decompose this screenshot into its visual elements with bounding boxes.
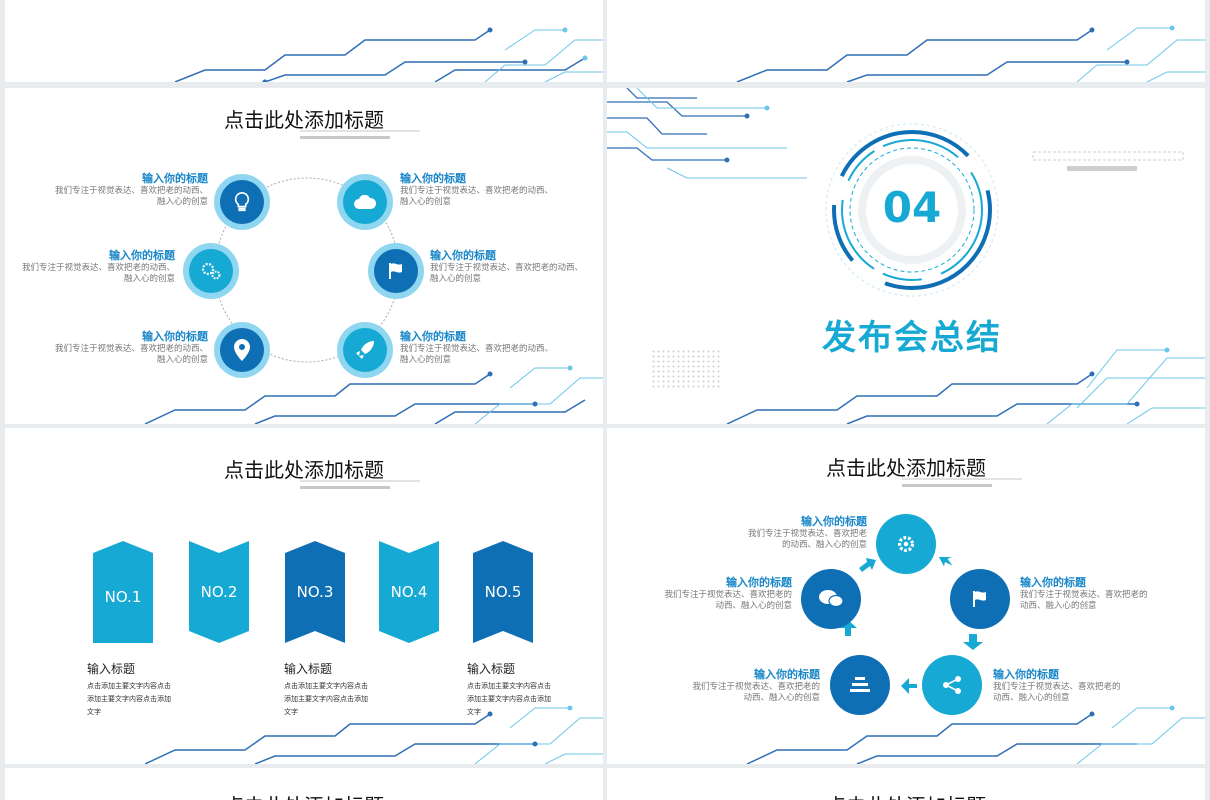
item-desc[interactable]: 我们专注于视觉表达、喜欢把老的动西、融入心的创意	[54, 186, 208, 207]
gear-icon	[897, 535, 915, 553]
item-node-2[interactable]	[337, 174, 393, 230]
ribbon-1[interactable]	[93, 541, 153, 643]
slide-thumbnail-circle-items[interactable]: 点击此处添加标题 输入你的标题 我们专注于视觉表达、喜欢把老的动西、融入心的创	[5, 88, 603, 424]
item-node-6[interactable]	[337, 322, 393, 378]
location-pin-icon	[234, 339, 250, 361]
dot-pattern	[300, 130, 420, 139]
sub-desc[interactable]: 点击添加主要文字内容点击添加主要文字内容点击添加文字	[87, 682, 171, 716]
sub-desc[interactable]: 点击添加主要文字内容点击添加主要文字内容点击添加文字	[284, 682, 368, 716]
cycle-node-5[interactable]	[801, 569, 861, 629]
item-title[interactable]: 输入你的标题	[109, 249, 175, 262]
item-desc[interactable]: 我们专注于视觉表达、喜欢把老的动西、融入心的创意	[747, 529, 867, 550]
circuit-decoration	[144, 705, 603, 764]
item-title[interactable]: 输入你的标题	[754, 668, 820, 681]
chat-icon	[819, 590, 844, 608]
item-desc[interactable]: 我们专注于视觉表达、喜欢把老的动西、融入心的创意	[400, 186, 554, 207]
circuit-decoration	[736, 25, 1205, 82]
section-number[interactable]: 04	[882, 183, 942, 232]
circuit-decoration	[174, 27, 603, 82]
item-desc[interactable]: 我们专注于视觉表达、喜欢把老的动西、融入心的创意	[993, 682, 1121, 703]
circuit-decoration	[607, 88, 1205, 424]
slide-title[interactable]: 点击此处添加标题	[224, 458, 384, 482]
cycle-node-3[interactable]	[922, 655, 982, 715]
dot-pattern	[300, 480, 420, 489]
slide-thumbnail-bottom-left[interactable]: 点击此处添加标题	[5, 768, 603, 800]
ribbon-label: NO.3	[296, 583, 334, 601]
slide-title[interactable]: 点击此处添加标题	[5, 790, 603, 800]
share-icon	[943, 676, 961, 694]
section-title[interactable]: 发布会总结	[822, 318, 1002, 358]
slide-thumbnail-ribbons[interactable]: 点击此处添加标题 NO.1 NO.2 NO.3 NO.4 NO.5 输入标题 点…	[5, 428, 603, 764]
item-title[interactable]: 输入你的标题	[801, 515, 867, 528]
dot-pattern	[652, 350, 722, 390]
cycle-node-2[interactable]	[950, 569, 1010, 629]
slide-title[interactable]: 点击此处添加标题	[607, 790, 1205, 800]
slide-thumbnail-cycle[interactable]: 点击此处添加标题 输入你的标题 我们专注于视觉表达、喜欢把老的动西、融入心的创意…	[607, 428, 1205, 764]
dot-pattern	[902, 478, 1022, 487]
list-icon	[850, 677, 870, 692]
ribbon-3[interactable]	[285, 541, 345, 643]
ribbon-5[interactable]	[473, 541, 533, 643]
slide-title[interactable]: 点击此处添加标题	[224, 108, 384, 132]
item-title[interactable]: 输入你的标题	[726, 576, 792, 589]
sub-title[interactable]: 输入标题	[467, 662, 516, 676]
gears-icon	[201, 262, 221, 280]
item-title[interactable]: 输入你的标题	[430, 249, 496, 262]
item-node-1[interactable]	[214, 174, 270, 230]
slide-thumbnail-bottom-right[interactable]: 点击此处添加标题	[607, 768, 1205, 800]
item-desc[interactable]: 我们专注于视觉表达、喜欢把老的动西、融入心的创意	[400, 344, 554, 365]
ribbon-4[interactable]	[379, 541, 439, 643]
item-title[interactable]: 输入你的标题	[400, 330, 466, 343]
item-desc[interactable]: 我们专注于视觉表达、喜欢把老的动西、融入心的创意	[430, 263, 584, 284]
cloud-icon	[354, 194, 377, 209]
slide-thumbnail-top-left[interactable]	[5, 0, 603, 82]
flag-icon	[389, 263, 402, 279]
ribbon-label: NO.5	[484, 583, 522, 601]
item-title[interactable]: 输入你的标题	[400, 172, 466, 185]
item-desc[interactable]: 我们专注于视觉表达、喜欢把老的动西、融入心的创意	[664, 590, 792, 611]
item-desc[interactable]: 我们专注于视觉表达、喜欢把老的动西、融入心的创意	[54, 344, 208, 365]
item-desc[interactable]: 我们专注于视觉表达、喜欢把老的动西、融入心的创意	[1020, 590, 1148, 611]
flag-icon	[973, 591, 986, 607]
sub-desc[interactable]: 点击添加主要文字内容点击添加主要文字内容点击添加文字	[467, 682, 551, 716]
ribbon-label: NO.1	[104, 588, 142, 606]
ribbon-2[interactable]	[189, 541, 249, 643]
item-title[interactable]: 输入你的标题	[142, 330, 208, 343]
item-node-4[interactable]	[368, 243, 424, 299]
item-desc[interactable]: 我们专注于视觉表达、喜欢把老的动西、融入心的创意	[21, 263, 175, 284]
slide-title[interactable]: 点击此处添加标题	[826, 456, 986, 480]
cycle-node-1[interactable]	[876, 514, 936, 574]
slide-thumbnail-section-04[interactable]: 04 发布会总结	[607, 88, 1205, 424]
lightbulb-icon	[234, 192, 250, 212]
item-title[interactable]: 输入你的标题	[142, 172, 208, 185]
rocket-icon	[356, 341, 374, 359]
ribbon-label: NO.2	[200, 583, 238, 601]
item-title[interactable]: 输入你的标题	[1020, 576, 1086, 589]
slide-thumbnail-top-right[interactable]	[607, 0, 1205, 82]
ribbon-label: NO.4	[390, 583, 428, 601]
sub-title[interactable]: 输入标题	[284, 662, 333, 676]
dot-pattern	[1032, 151, 1184, 171]
item-node-5[interactable]	[214, 322, 270, 378]
sub-title[interactable]: 输入标题	[87, 662, 136, 676]
item-title[interactable]: 输入你的标题	[993, 668, 1059, 681]
item-node-3[interactable]	[183, 243, 239, 299]
circuit-decoration	[746, 556, 1205, 764]
item-desc[interactable]: 我们专注于视觉表达、喜欢把老的动西、融入心的创意	[692, 682, 820, 703]
cycle-node-4[interactable]	[830, 655, 890, 715]
